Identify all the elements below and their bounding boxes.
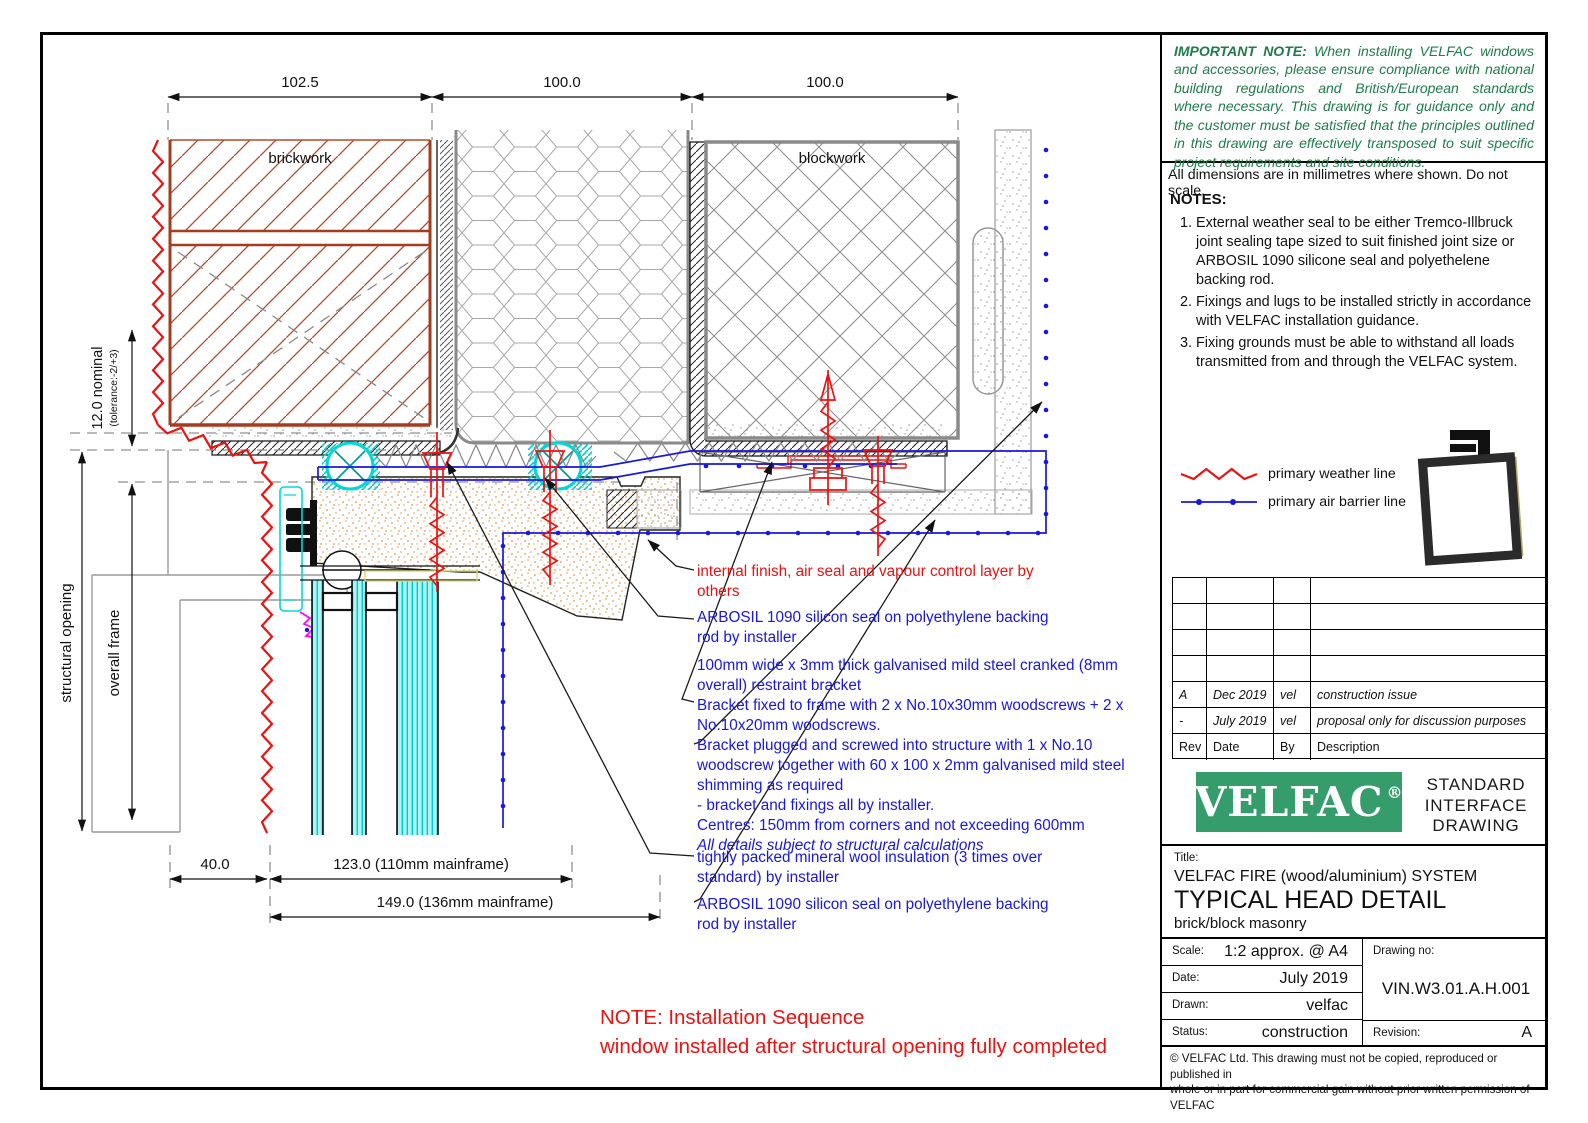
rev-a-date: Dec 2019	[1207, 682, 1274, 708]
dim-insulation: 100.0	[543, 74, 581, 91]
legend-air-barrier-icon	[1181, 499, 1257, 505]
installation-note: NOTE: Installation Sequence window insta…	[600, 1006, 1108, 1059]
label-nominal: 12.0 nominal	[90, 346, 106, 430]
status-label: Status:	[1172, 1026, 1208, 1038]
label-overall-frame: overall frame	[106, 609, 123, 697]
label-blockwork: blockwork	[798, 150, 866, 167]
fixing-screws	[421, 370, 894, 592]
note-item: Fixing grounds must be able to withstand…	[1196, 334, 1542, 372]
insulation-section	[454, 130, 690, 445]
revision-table: A Dec 2019 vel construction issue - July…	[1172, 577, 1546, 760]
date-value: July 2019	[1279, 970, 1349, 987]
annotation-bracket: 100mm wide x 3mm thick galvanised mild s…	[697, 656, 1167, 856]
fields-block: Scale: 1:2 approx. @ A4 Date: July 2019 …	[1162, 937, 1548, 1047]
rev-header-desc: Description	[1317, 740, 1380, 754]
note-item: External weather seal to be either Tremc…	[1196, 214, 1542, 290]
rev-dash-date: July 2019	[1207, 708, 1274, 734]
revision-label: Revision:	[1373, 1027, 1421, 1039]
mineral-wool-coil	[613, 441, 901, 463]
status-value: construction	[1261, 1024, 1348, 1041]
sheet-border	[40, 32, 1548, 1090]
legend-air-label: primary air barrier line	[1268, 494, 1406, 510]
copyright-note: © VELFAC Ltd. This drawing must not be c…	[1162, 1045, 1548, 1112]
dimension-lines	[77, 92, 959, 922]
internal-structure-outline	[91, 450, 348, 833]
annotation-arbosil-top: ARBOSIL 1090 silicon seal on polyethylen…	[697, 609, 1049, 646]
aluminium-cladding-profile	[279, 486, 303, 612]
legend-weather-label: primary weather line	[1268, 466, 1396, 482]
drawing-no-cell: Drawing no: VIN.W3.01.A.H.001	[1362, 939, 1548, 1020]
date-label: Date:	[1172, 972, 1200, 984]
note-item: Fixings and lugs to be installed strictl…	[1196, 293, 1542, 331]
scale-row: Scale: 1:2 approx. @ A4	[1162, 939, 1362, 966]
annotation-bracket-text: 100mm wide x 3mm thick galvanised mild s…	[697, 657, 1125, 834]
weather-line	[151, 139, 274, 834]
title-line1: VELFAC FIRE (wood/aluminium) SYSTEM	[1174, 868, 1478, 885]
date-row: Date: July 2019	[1162, 966, 1362, 993]
important-note-text: When installing VELFAC windows and acces…	[1174, 43, 1534, 170]
revision-cell: Revision: A	[1362, 1020, 1548, 1047]
notes-heading: NOTES:	[1170, 191, 1227, 208]
glazing-unit	[300, 565, 480, 835]
dim-brick: 102.5	[281, 74, 319, 91]
revision-value: A	[1521, 1024, 1532, 1041]
leader-lines	[446, 401, 1043, 903]
brand-block: VELFAC® STANDARD INTERFACE DRAWING	[1162, 759, 1548, 846]
label-brickwork: brickwork	[268, 150, 332, 167]
scale-value: 1:2 approx. @ A4	[1224, 943, 1348, 960]
annotation-bracket-italic: All details subject to structural calcul…	[697, 837, 984, 854]
window-icon	[1417, 430, 1524, 566]
rev-dash-desc: proposal only for discussion purposes	[1311, 708, 1545, 734]
title-line3: brick/block masonry	[1174, 915, 1307, 932]
dim-cavity: 40.0	[200, 856, 230, 873]
dim-frame136: 149.0 (136mm mainframe)	[376, 894, 554, 911]
rev-header-by: By	[1274, 734, 1311, 760]
dim-blockwork: 100.0	[806, 74, 844, 91]
rev-a-by: vel	[1274, 682, 1311, 708]
important-note: IMPORTANT NOTE: When installing VELFAC w…	[1162, 34, 1546, 170]
air-barrier-line	[317, 147, 1049, 828]
notes-list: External weather seal to be either Tremc…	[1170, 214, 1542, 375]
drawn-value: velfac	[1306, 997, 1348, 1014]
annotation-internal-finish: internal finish, air seal and vapour con…	[697, 563, 1034, 600]
label-tolerance: (tolerance:-2/+3)	[108, 349, 120, 427]
dim-frame110: 123.0 (110mm mainframe)	[333, 856, 509, 873]
rev-dash-rev: -	[1173, 708, 1207, 734]
drawn-row: Drawn: velfac	[1162, 993, 1362, 1020]
velfac-logo-text: VELFAC	[1194, 778, 1384, 826]
drawn-label: Drawn:	[1172, 999, 1209, 1011]
rev-header-rev: Rev	[1173, 734, 1207, 760]
rev-a-desc: construction issue	[1311, 682, 1545, 708]
annotation-arbosil-bottom: ARBOSIL 1090 silicon seal on polyethylen…	[697, 896, 1049, 933]
important-note-label: IMPORTANT NOTE:	[1174, 43, 1307, 59]
rev-cell	[1173, 578, 1207, 604]
registered-mark: ®	[1386, 782, 1404, 802]
brickwork-section	[168, 139, 453, 430]
title-block: Title: VELFAC FIRE (wood/aluminium) SYST…	[1162, 846, 1548, 937]
frame-hardware	[286, 500, 317, 566]
rev-header-date: Date	[1207, 734, 1274, 760]
standard-interface-caption: STANDARD INTERFACE DRAWING	[1424, 775, 1528, 836]
title-label: Title:	[1174, 852, 1199, 864]
velfac-logo: VELFAC®	[1194, 772, 1404, 832]
dimensions-note: All dimensions are in millimetres where …	[1168, 167, 1508, 199]
status-row: Status: construction	[1162, 1020, 1362, 1047]
title-line2: TYPICAL HEAD DETAIL	[1174, 886, 1447, 914]
drawing-no-label: Drawing no:	[1373, 945, 1435, 957]
panel-divider	[1160, 32, 1162, 1090]
rev-a-rev: A	[1173, 682, 1207, 708]
legend-weather-line-icon	[1180, 467, 1258, 481]
rev-dash-by: vel	[1274, 708, 1311, 734]
drawing-no-value: VIN.W3.01.A.H.001	[1381, 979, 1531, 998]
annotation-mineral-wool: tightly packed mineral wool insulation (…	[697, 849, 1043, 886]
label-structural-opening: structural opening	[58, 583, 75, 703]
scale-label: Scale:	[1172, 945, 1204, 957]
